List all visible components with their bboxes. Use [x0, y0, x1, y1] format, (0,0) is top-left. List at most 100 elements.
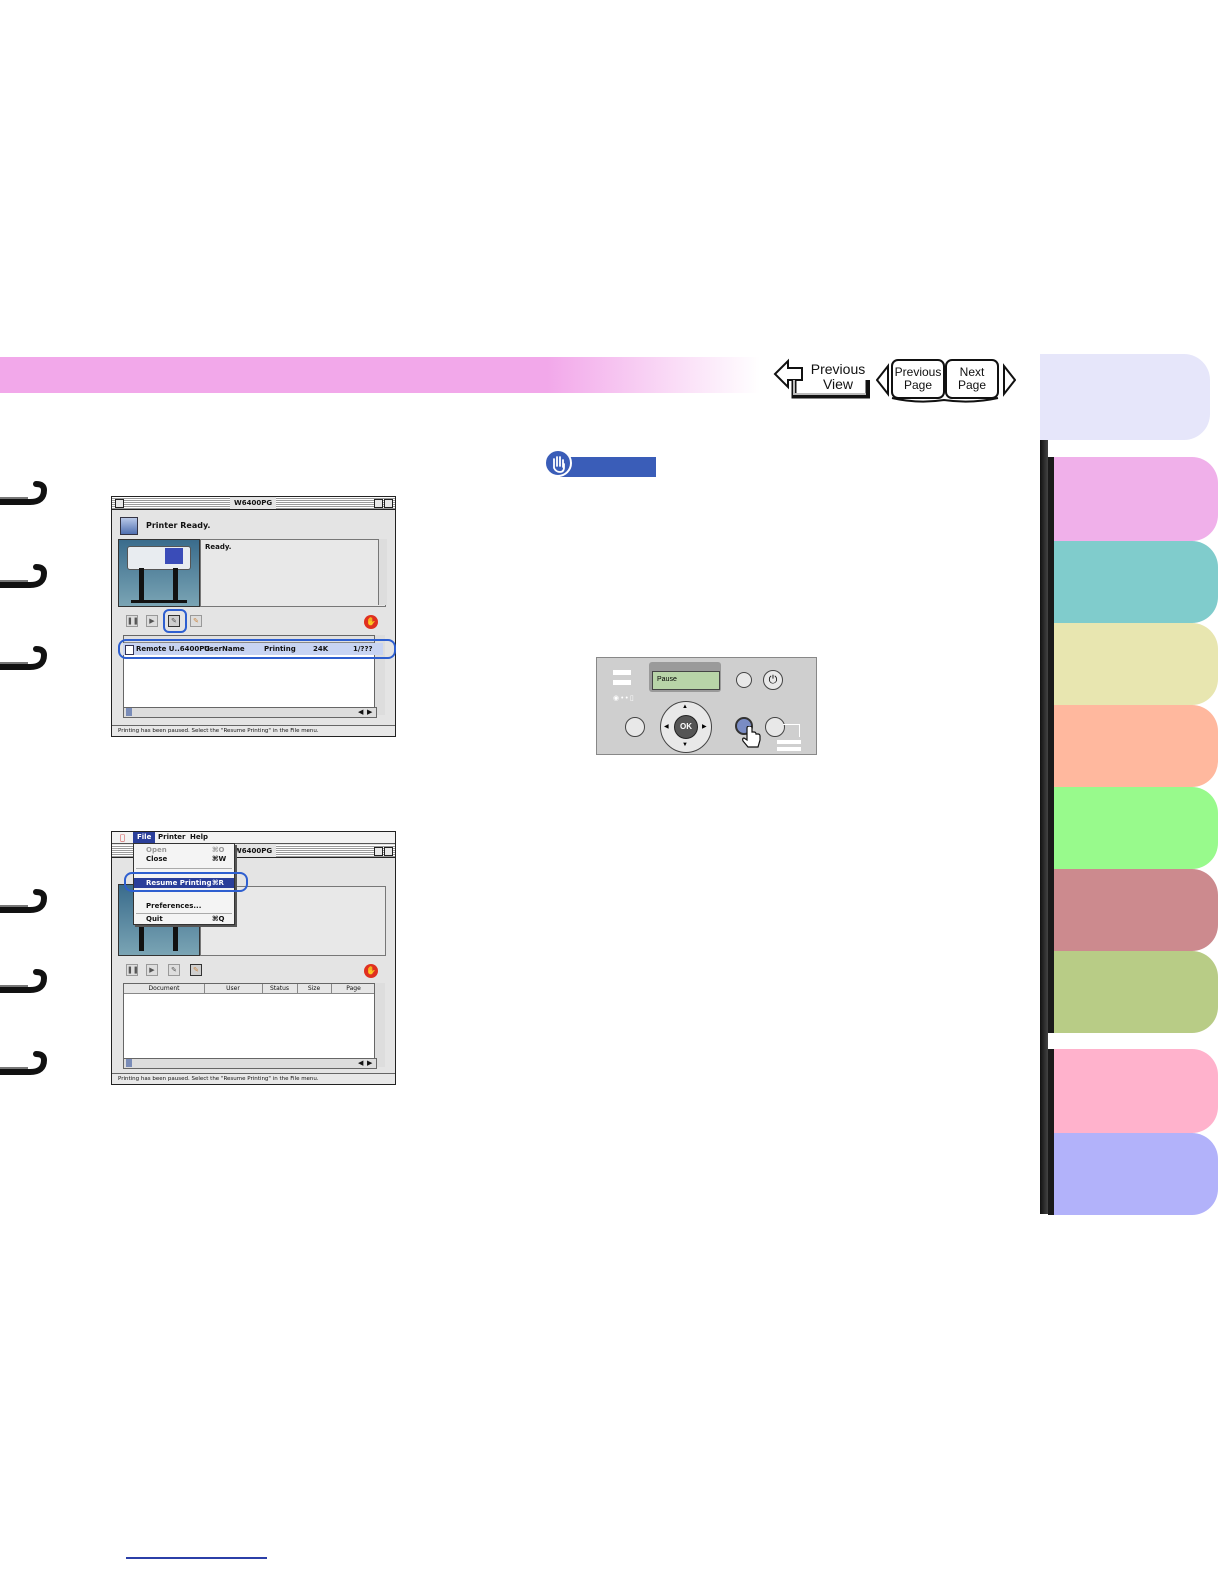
menu-item-label: Resume Printing	[146, 879, 212, 887]
previous-page-button[interactable]: Previous Page	[892, 366, 944, 391]
indicator-lamp	[777, 740, 801, 744]
arrow-down-icon: ▼	[682, 742, 688, 748]
side-tab-5[interactable]	[1048, 705, 1218, 787]
stop-hand-icon[interactable]: ✋	[364, 964, 378, 978]
window-title: W6400PG	[230, 497, 277, 509]
binder-ring-icon	[0, 481, 48, 505]
tab-spine	[1040, 354, 1048, 1214]
printer-status-window: W6400PG Printer Ready. Ready. ❚❚ ▶ ✎ ✎ ✋…	[111, 496, 396, 737]
menu-item-label: Open	[146, 846, 167, 854]
stop-hand-icon[interactable]: ✋	[364, 615, 378, 629]
document-icon	[125, 645, 134, 655]
menu-item-shortcut: ⌘Q	[212, 915, 225, 923]
power-button[interactable]: ⏻	[763, 670, 783, 690]
menu-help[interactable]: Help	[190, 833, 209, 841]
dpad[interactable]: OK ▲ ▼ ◀ ▶	[660, 701, 712, 753]
ok-button[interactable]: OK	[674, 715, 698, 739]
previous-view-button[interactable]: Previous View	[772, 358, 870, 400]
column-size[interactable]: Size	[297, 984, 332, 993]
important-label-bar	[560, 457, 656, 477]
footer-link[interactable]	[126, 1557, 267, 1559]
pointing-hand-icon	[742, 726, 761, 748]
menu-printer[interactable]: Printer	[158, 833, 186, 841]
menubar:  File Printer Help	[112, 832, 395, 844]
menu-file[interactable]: File	[133, 832, 156, 843]
job-list[interactable]: Document User Status Size Page	[123, 983, 385, 1060]
job-size: 24K	[313, 645, 329, 653]
column-status[interactable]: Status	[262, 984, 298, 993]
menu-item-preferences[interactable]: Preferences...	[134, 902, 234, 911]
printer-image	[118, 539, 200, 607]
next-page-button[interactable]: Next Page	[946, 366, 998, 391]
menu-item-quit[interactable]: Quit ⌘Q	[134, 915, 234, 924]
list-scrollbar[interactable]	[374, 635, 385, 715]
indicator-lamp	[613, 680, 631, 685]
menu-item-label: Preferences...	[146, 902, 202, 910]
resume-printing-highlight	[124, 872, 248, 892]
previous-view-label-1: Previous	[810, 361, 866, 377]
menu-item-shortcut: ⌘O	[212, 846, 225, 854]
panel-button[interactable]	[765, 717, 785, 737]
side-tab-2[interactable]	[1048, 457, 1218, 541]
menu-item-label: Close	[146, 855, 168, 863]
back-arrow-icon	[773, 358, 870, 399]
bracket-line	[783, 724, 800, 737]
window-title: W6400PG	[230, 845, 277, 857]
job-document: Remote U..6400PG-	[136, 645, 214, 653]
collapse-box[interactable]	[384, 847, 393, 856]
arrow-up-icon: ▲	[682, 704, 688, 710]
important-note-header	[544, 449, 656, 479]
job-status: Printing	[264, 645, 296, 653]
delete-job-button[interactable]: ✎	[190, 615, 202, 627]
side-tab-4[interactable]	[1048, 623, 1218, 705]
collapse-box[interactable]	[384, 499, 393, 508]
side-tab-8[interactable]	[1048, 951, 1218, 1033]
lcd-text: Pause	[657, 676, 677, 683]
message-scrollbar[interactable]	[378, 539, 387, 605]
side-tab-7[interactable]	[1048, 869, 1218, 951]
status-message: Ready.	[205, 543, 232, 551]
play-button[interactable]: ▶	[146, 964, 158, 976]
column-page[interactable]: Page	[346, 985, 361, 992]
pause-button[interactable]: ❚❚	[126, 964, 139, 976]
side-tab-3[interactable]	[1048, 541, 1218, 623]
status-title: Printer Ready.	[146, 521, 211, 530]
job-page: 1/???	[353, 645, 373, 653]
side-tab-9[interactable]	[1048, 1049, 1218, 1133]
column-user[interactable]: User	[204, 984, 263, 993]
pause-button[interactable]: ❚❚	[126, 615, 139, 627]
panel-button[interactable]	[736, 672, 752, 688]
status-message-box: Ready.	[200, 539, 386, 607]
menu-item-open[interactable]: Open ⌘O	[134, 846, 234, 855]
menu-item-resume-printing[interactable]: Resume Printing ⌘R	[134, 878, 234, 888]
side-tab-6[interactable]	[1048, 787, 1218, 869]
menu-item-shortcut: ⌘W	[212, 855, 227, 863]
side-tab-10[interactable]	[1048, 1133, 1218, 1215]
arrow-right-icon: ▶	[702, 724, 707, 730]
media-indicator-icons: ◉ • • ▯	[613, 695, 634, 702]
h-scrollbar[interactable]: ◀ ▶	[123, 707, 377, 718]
binder-ring-icon	[0, 889, 48, 913]
window-statusbar: Printing has been paused. Select the "Re…	[112, 725, 395, 736]
zoom-box[interactable]	[374, 499, 383, 508]
h-scrollbar[interactable]: ◀ ▶	[123, 1058, 377, 1069]
ok-label: OK	[680, 722, 692, 731]
play-button[interactable]: ▶	[146, 615, 158, 627]
menu-item-close[interactable]: Close ⌘W	[134, 855, 234, 864]
zoom-box[interactable]	[374, 847, 383, 856]
job-row-highlight	[118, 639, 396, 659]
close-box[interactable]	[115, 499, 124, 508]
printer-control-panel: Pause ⏻ ◉ • • ▯ OK ▲ ▼ ◀ ▶	[596, 657, 817, 755]
binder-ring-icon	[0, 646, 48, 670]
table-row[interactable]: Remote U..6400PG- UserName Printing 24K …	[123, 643, 383, 655]
side-tab-1[interactable]	[1040, 354, 1210, 440]
apple-icon[interactable]: 	[120, 832, 125, 843]
list-scrollbar[interactable]	[374, 983, 385, 1067]
delete-job-button[interactable]: ✎	[190, 964, 202, 976]
hold-job-button[interactable]: ✎	[168, 964, 180, 976]
column-document[interactable]: Document	[124, 984, 205, 993]
binder-ring-icon	[0, 969, 48, 993]
panel-button[interactable]	[625, 717, 645, 737]
hold-job-button[interactable]: ✎	[168, 615, 180, 627]
file-menu-dropdown: Open ⌘O Close ⌘W Resume Printing ⌘R Pref…	[133, 843, 235, 925]
